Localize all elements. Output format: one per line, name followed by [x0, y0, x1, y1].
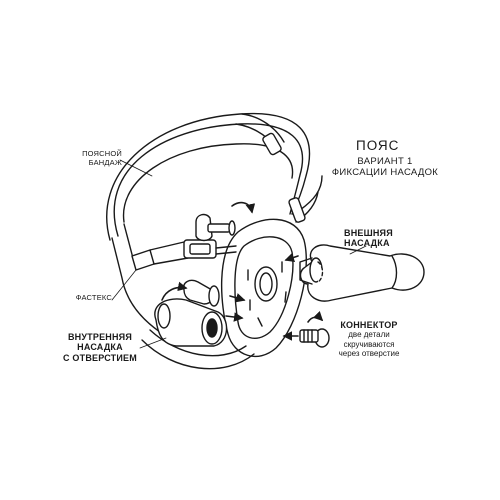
inner-plug-mid	[183, 279, 220, 307]
title-block: ВАРИАНТ 1 ФИКСАЦИИ НАСАДОК	[330, 156, 440, 179]
title-line1: ПОЯС	[356, 138, 400, 153]
label-inner-attachment: ВНУТРЕННЯЯ НАСАДКА С ОТВЕРСТИЕМ	[60, 332, 140, 363]
label-outer-line2: НАСАДКА	[344, 238, 390, 249]
arrow-rotate-inner	[161, 281, 188, 301]
label-fastex: ФАСТЕКС	[75, 293, 112, 302]
waist-belt-edge	[106, 112, 311, 241]
inner-sleeve-attachment	[154, 298, 228, 347]
rear-strap-clip	[288, 197, 306, 223]
label-connector: КОННЕКТОР две детали скручиваются через …	[328, 320, 410, 358]
arrow-to-panel-1	[229, 293, 246, 303]
leader-inner	[139, 337, 167, 349]
label-inner-line2: НАСАДКА	[77, 342, 123, 353]
label-inner-line3: С ОТВЕРСТИЕМ	[63, 352, 137, 363]
label-connector-note3: через отверстие	[338, 348, 400, 358]
label-inner-line1: ВНУТРЕННЯЯ	[67, 332, 133, 342]
leg-strap-2	[141, 339, 255, 370]
arrow-rotate-connector	[307, 310, 324, 323]
leader-waist-strap	[119, 159, 153, 177]
leg-strap	[149, 329, 247, 357]
waist-belt-inner	[122, 143, 294, 223]
waist-belt-outer	[113, 123, 304, 237]
fastex-buckle	[131, 239, 237, 271]
connector-part	[299, 328, 330, 348]
label-waist-strap: ПОЯСНОЙ БАНДАЖ	[72, 149, 122, 167]
arrow-outer-in	[284, 252, 299, 263]
inner-plug-top	[195, 213, 236, 242]
label-outer-line1: ВНЕШНЯЯ	[344, 228, 393, 238]
leader-outer	[349, 245, 367, 255]
label-connector-note2: скручиваются	[343, 339, 395, 349]
label-connector-title: КОННЕКТОР	[340, 320, 398, 330]
label-waist-strap-line2: БАНДАЖ	[88, 157, 122, 167]
title-line2: ВАРИАНТ 1	[357, 156, 413, 167]
title-line3: ФИКСАЦИИ НАСАДОК	[331, 166, 439, 178]
leader-fastex	[111, 269, 137, 301]
outer-attachment	[299, 244, 425, 302]
front-panel-inner	[234, 236, 294, 340]
belt-loop	[262, 132, 282, 156]
o-ring	[254, 266, 278, 302]
label-outer-attachment: ВНЕШНЯЯ НАСАДКА	[344, 228, 393, 249]
o-ring-inner	[259, 272, 273, 296]
label-connector-note1: две детали	[348, 330, 390, 340]
arrow-to-panel-2	[225, 312, 244, 322]
arrow-rotate-top	[231, 201, 256, 214]
label-waist-strap-line1: ПОЯСНОЙ	[82, 149, 122, 158]
belt-side-strap	[111, 237, 161, 333]
